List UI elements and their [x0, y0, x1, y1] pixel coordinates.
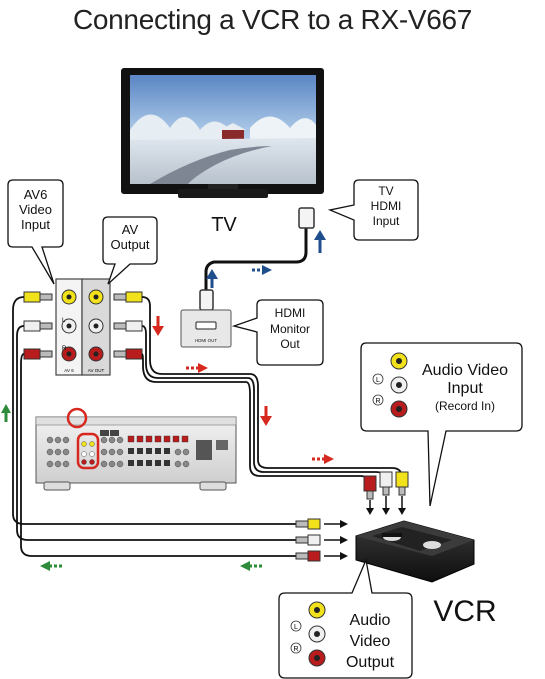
vcr-output-jacks: L R	[290, 601, 326, 667]
av-output-plugs	[113, 291, 143, 360]
vcr-output-plugs	[295, 518, 348, 562]
hdmi-cable	[199, 207, 315, 311]
av6-input-plugs	[23, 291, 53, 360]
hdmi-monitor-line1: HDMI	[274, 306, 306, 320]
jack-label-left: L	[62, 318, 66, 324]
hdmi-plug-receiver	[199, 289, 214, 311]
hdmi-plug-tv	[298, 207, 315, 229]
hdmi-monitor-out-port: HDMI OUT	[180, 309, 232, 348]
hdmi-out-port-label: HDMI OUT	[195, 338, 217, 343]
callout-vcr-in-text: Audio Video Input (Record In)	[412, 362, 518, 414]
hdmi-monitor-line2: Monitor	[269, 321, 310, 336]
av-in-panel-label: AV 6	[64, 368, 74, 373]
vcr-in-right-label: R	[375, 398, 380, 405]
av-jack-highlight	[76, 432, 100, 470]
hdmi-signal-arrows	[206, 230, 326, 288]
av6-line2: Video	[18, 201, 52, 217]
vcr-input-plugs	[363, 471, 409, 515]
vcr-in-line3: (Record In)	[434, 398, 496, 413]
callout-av-output	[102, 216, 158, 285]
tv-hdmi-line1: TV	[378, 184, 394, 198]
tv-stand	[178, 189, 268, 198]
rca-cables	[12, 296, 403, 557]
callout-hdmi-monitor-out	[231, 299, 324, 366]
vcr-out-line2: Output	[345, 653, 395, 671]
vcr-in-line1: Audio Video	[422, 362, 508, 379]
vcr-label: VCR	[433, 595, 497, 628]
tv	[121, 68, 324, 198]
tv-hdmi-line2: HDMI	[370, 199, 402, 213]
av-out-panel-label: AV OUT	[88, 368, 105, 373]
callout-av6-text: AV6 Video Input	[8, 187, 63, 233]
jack-label-right: R	[62, 346, 67, 352]
vcr-out-line1: Audio Video	[349, 612, 391, 650]
receiver-jack-panel: L R AV 6 AV OUT	[55, 278, 111, 376]
vcr	[355, 520, 475, 583]
vcr-in-line2: Input	[447, 380, 483, 398]
callout-vcr-output	[278, 557, 413, 679]
vcr-out-right-label: R	[293, 646, 298, 653]
vcr-out-left-label: L	[294, 624, 298, 631]
playback-signal-arrows	[1, 404, 262, 571]
receiver-rear-panel	[35, 407, 237, 491]
callout-av6-video-input	[7, 179, 64, 285]
callout-av-output-text: AV Output	[103, 222, 157, 253]
av-out-line1: AV	[121, 222, 139, 237]
callout-vcr-out-text: Audio Video Output	[330, 611, 410, 673]
page-title: Connecting a VCR to a RX-V667	[72, 4, 473, 35]
vcr-input-jacks: L R	[372, 352, 408, 418]
tv-label: TV	[211, 214, 237, 236]
callout-tv-hdmi-text: TV HDMI Input	[354, 184, 418, 229]
av-out-line2: Output	[110, 236, 150, 252]
hdmi-monitor-line3: Out	[280, 337, 300, 352]
av6-line3: Input	[21, 216, 50, 232]
callout-hdmi-monitor-text: HDMI Monitor Out	[257, 306, 323, 353]
tv-hdmi-line3: Input	[372, 214, 400, 228]
vcr-in-left-label: L	[376, 377, 380, 384]
record-signal-arrows	[152, 316, 334, 464]
hdmi-out-highlight	[66, 407, 88, 429]
callout-tv-hdmi-input	[327, 179, 419, 241]
av6-line1: AV6	[23, 187, 48, 202]
